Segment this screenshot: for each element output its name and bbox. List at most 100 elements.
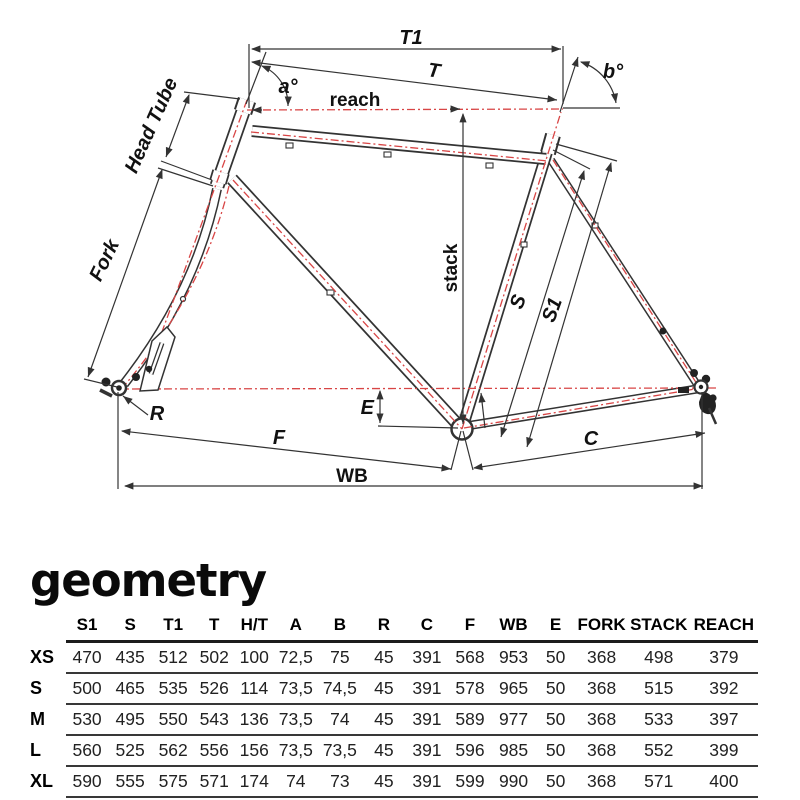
angle-arc-b [580, 61, 618, 104]
value-cell: 368 [575, 673, 628, 705]
value-cell: 571 [627, 766, 690, 798]
tube-fittings [179, 142, 599, 303]
axle-centerline [115, 387, 717, 390]
column-header-t1: T1 [152, 612, 195, 643]
label-f: F [273, 427, 286, 449]
size-label: L [30, 740, 41, 760]
rear-dropout-derailleur [659, 327, 718, 425]
value-cell: 100 [234, 641, 275, 674]
value-cell: 562 [152, 735, 195, 767]
value-cell: 590 [66, 766, 109, 798]
value-cell: 495 [108, 704, 153, 736]
value-cell: 571 [194, 766, 235, 798]
label-e: E [361, 397, 375, 419]
value-cell: 500 [66, 673, 109, 705]
label-r: R [150, 403, 165, 425]
value-cell: 533 [627, 704, 690, 736]
value-cell: 391 [405, 766, 449, 798]
value-cell: 953 [491, 641, 536, 674]
value-cell: 73,5 [317, 735, 363, 767]
value-cell: 552 [627, 735, 690, 767]
angle-arc-a [261, 65, 292, 107]
value-cell: 515 [627, 673, 690, 705]
value-cell: 526 [194, 673, 235, 705]
label-c: C [584, 428, 599, 450]
value-cell: 73,5 [274, 735, 318, 767]
value-cell: 391 [405, 735, 449, 767]
label-t1: T1 [399, 27, 422, 49]
value-cell: 45 [362, 673, 406, 705]
column-header-s: S [108, 612, 153, 643]
value-cell: 73 [317, 766, 363, 798]
value-cell: 136 [234, 704, 275, 736]
size-label: M [30, 709, 45, 729]
column-header-wb: WB [491, 612, 536, 643]
value-cell: 556 [194, 735, 235, 767]
column-header-a: A [274, 612, 318, 643]
dim-c [472, 430, 706, 471]
value-cell: 599 [448, 766, 492, 798]
label-t: T [426, 59, 443, 83]
value-cell: 74 [317, 704, 363, 736]
value-cell: 575 [152, 766, 195, 798]
value-cell: 525 [108, 735, 153, 767]
value-cell: 502 [194, 641, 235, 674]
value-cell: 50 [535, 641, 576, 674]
label-s: S [506, 291, 531, 312]
value-cell: 50 [535, 673, 576, 705]
value-cell: 465 [108, 673, 153, 705]
dim-head-tube [165, 94, 190, 158]
value-cell: 435 [108, 641, 153, 674]
column-header-stack: STACK [627, 612, 690, 643]
column-header-h-t: H/T [234, 612, 275, 643]
dim-f [120, 428, 452, 472]
value-cell: 392 [689, 673, 758, 705]
value-cell: 560 [66, 735, 109, 767]
value-cell: 45 [362, 704, 406, 736]
dim-s1 [526, 161, 613, 448]
value-cell: 50 [535, 766, 576, 798]
value-cell: 985 [491, 735, 536, 767]
value-cell: 368 [575, 704, 628, 736]
label-head-tube: Head Tube [121, 75, 183, 177]
column-header-b: B [317, 612, 363, 643]
value-cell: 156 [234, 735, 275, 767]
dimension-lines [87, 45, 706, 490]
value-cell: 174 [234, 766, 275, 798]
value-cell: 72,5 [274, 641, 318, 674]
value-cell: 498 [627, 641, 690, 674]
value-cell: 512 [152, 641, 195, 674]
value-cell: 379 [689, 641, 758, 674]
value-cell: 45 [362, 641, 406, 674]
value-cell: 397 [689, 704, 758, 736]
value-cell: 578 [448, 673, 492, 705]
label-angle-b: b° [603, 61, 624, 83]
label-stack: stack [441, 243, 462, 292]
value-cell: 568 [448, 641, 492, 674]
value-cell: 535 [152, 673, 195, 705]
frame-geometry-diagram: T1 T a° b° reach Head Tube Fork stack S … [83, 27, 718, 490]
value-cell: 368 [575, 735, 628, 767]
value-cell: 400 [689, 766, 758, 798]
dim-r [122, 395, 149, 416]
value-cell: 368 [575, 766, 628, 798]
value-cell: 470 [66, 641, 109, 674]
value-cell: 530 [66, 704, 109, 736]
value-cell: 391 [405, 704, 449, 736]
label-reach: reach [330, 90, 381, 111]
value-cell: 391 [405, 673, 449, 705]
extension-lines [83, 44, 703, 489]
value-cell: 368 [575, 641, 628, 674]
column-header-reach: REACH [689, 612, 758, 643]
column-header-fork: FORK [575, 612, 628, 643]
label-fork: Fork [85, 235, 124, 284]
value-cell: 589 [448, 704, 492, 736]
dim-fork [87, 169, 163, 378]
size-label: S [30, 678, 43, 698]
